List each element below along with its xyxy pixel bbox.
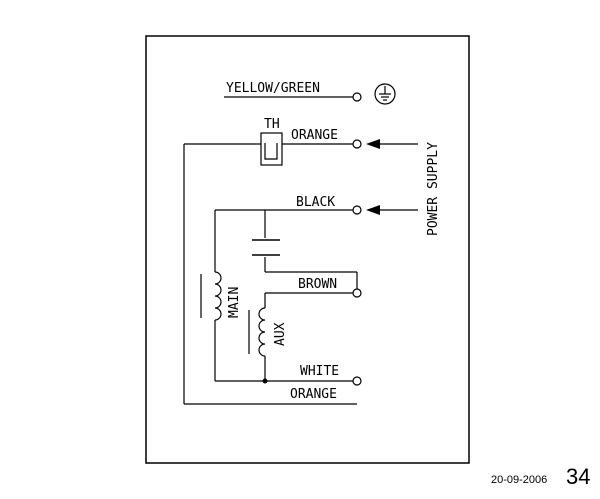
junction-dot xyxy=(262,378,268,384)
label-yellow-green: YELLOW/GREEN xyxy=(226,81,320,96)
label-black: BLACK xyxy=(296,195,335,210)
terminal-black xyxy=(352,205,362,215)
label-th: TH xyxy=(264,117,280,132)
capacitor-icon xyxy=(252,239,280,256)
footer-date: 20-09-2006 xyxy=(491,474,548,486)
terminal-white xyxy=(352,376,362,386)
earth-ground-icon xyxy=(374,83,396,105)
terminal-earth xyxy=(352,92,362,102)
main-winding-icon xyxy=(200,271,222,321)
arrow-orange-top xyxy=(366,139,380,149)
aux-winding-icon xyxy=(248,307,266,357)
page-number: 34 xyxy=(566,464,591,489)
diagram-frame xyxy=(145,35,470,464)
arrow-black xyxy=(366,205,380,215)
label-white: WHITE xyxy=(300,364,339,379)
label-power-supply: POWER SUPPLY xyxy=(426,142,441,236)
thermal-protector-icon xyxy=(260,132,283,166)
label-aux: AUX xyxy=(273,322,288,346)
label-brown: BROWN xyxy=(298,277,337,292)
terminal-orange-top xyxy=(352,139,362,149)
label-main: MAIN xyxy=(227,287,242,318)
label-orange-bottom: ORANGE xyxy=(290,387,337,402)
label-orange-top: ORANGE xyxy=(291,128,338,143)
terminal-brown xyxy=(352,288,362,298)
